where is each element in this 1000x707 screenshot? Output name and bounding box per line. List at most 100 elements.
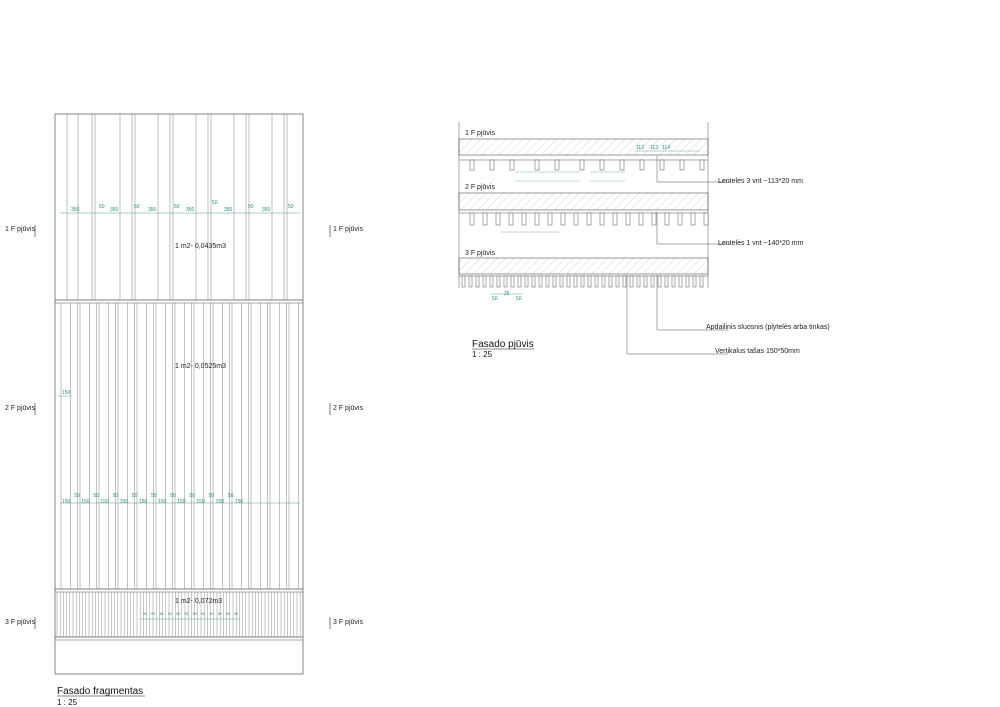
section-batten xyxy=(622,275,627,288)
section-batten xyxy=(566,275,571,288)
dim-bottom: 50 xyxy=(168,612,172,616)
section-batten xyxy=(510,275,515,288)
facade-fragment-title: Fasado fragmentas xyxy=(57,686,143,697)
section-batten xyxy=(612,212,618,226)
section-batten xyxy=(608,275,613,288)
dim-bottom: 50 xyxy=(151,612,155,616)
dim-mid: 50 xyxy=(151,493,157,499)
dim-bottom: 50 xyxy=(218,612,222,616)
section-batten xyxy=(503,275,508,288)
level-label-left-2: 2 F pjūvis xyxy=(5,405,35,412)
section-batten xyxy=(671,275,676,288)
section-batten xyxy=(475,275,480,288)
dim-top-5: 50 xyxy=(134,204,140,210)
section-batten xyxy=(482,212,488,226)
section-batten xyxy=(573,212,579,226)
dim-mid: 50 xyxy=(170,493,176,499)
dim-mid: 50 xyxy=(228,493,234,499)
section-dim-50-a: 50 xyxy=(492,296,498,302)
level-label-right-2: 2 F pjūvis xyxy=(333,405,363,412)
section-batten xyxy=(639,159,645,171)
section-batten xyxy=(659,159,665,171)
section-scale: 1 : 25 xyxy=(472,350,493,359)
dim-mid: 150 xyxy=(216,499,225,505)
section-batten xyxy=(651,212,657,226)
section-level-label-2: 2 F pjūvis xyxy=(465,184,495,191)
section-batten xyxy=(489,159,495,171)
annotation-boards-1: Lentelės 1 vnt ~140*20 mm xyxy=(718,240,804,247)
zone-volume-bottom: 1 m2- 0,072m3 xyxy=(175,598,222,605)
dim-top-10: 50 xyxy=(248,204,254,210)
dim-bottom: 50 xyxy=(176,612,180,616)
section-batten xyxy=(679,159,685,171)
section-dim-50-b: 50 xyxy=(516,296,522,302)
section-batten xyxy=(560,212,566,226)
dim-mid: 150 xyxy=(158,499,167,505)
dim-bottom: 50 xyxy=(201,612,205,616)
section-batten xyxy=(629,275,634,288)
section-batten xyxy=(508,212,514,226)
level-label-left-3: 3 F pjūvis xyxy=(5,619,35,626)
section-batten xyxy=(643,275,648,288)
section-batten xyxy=(615,275,620,288)
dim-top-3: 350 xyxy=(110,207,119,213)
dim-bottom: 50 xyxy=(226,612,230,616)
section-batten xyxy=(599,159,605,171)
dim-top-2: 50 xyxy=(99,204,105,210)
dim-mid: 150 xyxy=(100,499,109,505)
section-batten xyxy=(625,212,631,226)
annotation-boards-3: Lentelės 3 vnt ~113*20 mm xyxy=(718,178,803,185)
section-title: Fasado pjūvis xyxy=(472,339,534,350)
dim-mid: 50 xyxy=(113,493,119,499)
dim-bottom: 50 xyxy=(193,612,197,616)
level-label-right-1: 1 F pjūvis xyxy=(333,226,363,233)
section-batten xyxy=(664,212,670,226)
section-batten xyxy=(619,159,625,171)
section-batten xyxy=(547,212,553,226)
section-batten xyxy=(469,159,475,171)
facade-fragment-elevation: 350 50 350 350 50 50 350 350 50 50 350 5… xyxy=(5,113,363,707)
dim-top-4: 350 xyxy=(148,207,157,213)
section-batten xyxy=(468,275,473,288)
section-batten xyxy=(517,275,522,288)
section-batten xyxy=(599,212,605,226)
dim-mid: 150 xyxy=(139,499,148,505)
section-batten xyxy=(534,159,540,171)
dim-mid: 50 xyxy=(74,493,80,499)
section-batten xyxy=(482,275,487,288)
section-batten xyxy=(573,275,578,288)
section-dim-113-a: 113 xyxy=(636,145,644,151)
dim-mid: 150 xyxy=(120,499,129,505)
section-batten xyxy=(678,275,683,288)
section-batten xyxy=(699,275,704,288)
annotation-finish-layer: Apdailinis sluosnis (plytelės arba tinka… xyxy=(706,324,830,331)
zone-volume-mid: 1 m2- 0,0525m3 xyxy=(175,363,226,370)
section-batten xyxy=(579,159,585,171)
dim-mid: 150 xyxy=(196,499,205,505)
section-batten xyxy=(524,275,529,288)
dim-top-8: 350 xyxy=(224,207,233,213)
section-batten xyxy=(638,212,644,226)
dim-top-11: 350 xyxy=(262,207,271,213)
section-batten xyxy=(699,159,705,171)
dim-top-12: 50 xyxy=(288,204,294,210)
section-batten xyxy=(545,275,550,288)
section-batten xyxy=(509,159,515,171)
section-batten xyxy=(664,275,669,288)
section-dim-113-b: 113 xyxy=(650,145,658,151)
section-batten xyxy=(534,212,540,226)
dim-mid-single: 150 xyxy=(62,390,71,396)
section-batten xyxy=(531,275,536,288)
section-dim-25: 25 xyxy=(504,291,510,297)
section-level-label-3: 3 F pjūvis xyxy=(465,250,495,257)
dim-top-1: 350 xyxy=(71,207,80,213)
section-batten xyxy=(521,212,527,226)
dim-mid: 50 xyxy=(132,493,138,499)
section-batten xyxy=(685,275,690,288)
level-label-left-1: 1 F pjūvis xyxy=(5,226,35,233)
section-batten xyxy=(559,275,564,288)
section-batten xyxy=(469,212,475,226)
dim-bottom: 50 xyxy=(143,612,147,616)
dim-mid: 150 xyxy=(81,499,90,505)
dim-bottom: 50 xyxy=(160,612,164,616)
